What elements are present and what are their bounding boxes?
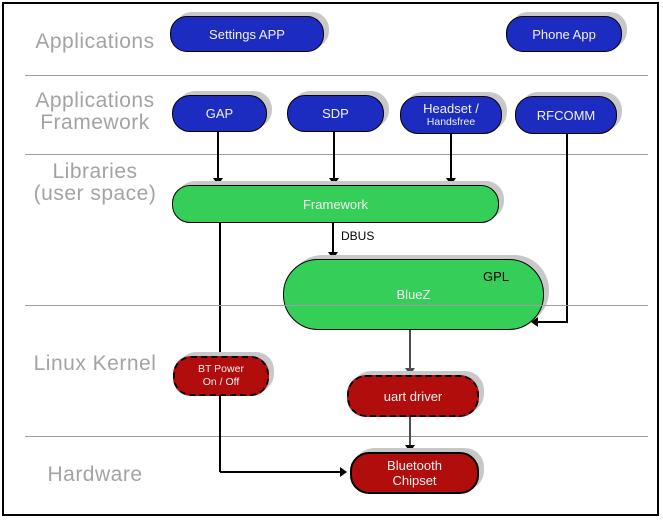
connector-framework-to-bluez <box>332 221 334 254</box>
layer-label-libraries: Libraries (user space) <box>5 161 185 205</box>
node-uart-driver: uart driver <box>347 375 479 417</box>
node-settings-app: Settings APP <box>170 16 324 52</box>
node-bluez: BlueZ GPL <box>283 259 544 330</box>
layer-label-hardware-text: Hardware <box>47 463 143 486</box>
node-phone-app-label: Phone App <box>532 26 596 42</box>
connector-sdp-to-framework <box>333 130 335 180</box>
node-bt-power: BT Power On / Off <box>173 356 269 396</box>
arrowhead-framework-chipset <box>340 467 347 477</box>
divider-libraries-kernel <box>25 305 648 306</box>
layer-label-applications-text: Applications <box>35 30 155 53</box>
node-gap: GAP <box>172 95 267 132</box>
divider-applications-framework <box>25 75 648 76</box>
node-uart-driver-label: uart driver <box>383 388 443 404</box>
connector-uart-to-chipset <box>409 413 411 447</box>
arrowhead-dbus-bluez <box>328 252 338 259</box>
node-rfcomm: RFCOMM <box>515 96 617 134</box>
node-headset-handsfree: Headset / Handsfree <box>400 96 502 134</box>
connector-headset-to-framework <box>450 132 452 180</box>
layer-label-linux-kernel-text: Linux Kernel <box>33 352 157 375</box>
layer-label-applications-framework-line1: Applications <box>35 89 155 112</box>
node-bt-power-line1: BT Power <box>198 363 244 375</box>
node-bluetooth-chipset-line2: Chipset <box>392 473 437 488</box>
divider-framework-libraries <box>25 154 648 155</box>
layer-label-applications-framework: Applications Framework <box>5 90 185 134</box>
connector-bluez-to-uart <box>409 328 411 370</box>
connector-framework-to-chipset <box>220 471 341 473</box>
node-framework-label: Framework <box>302 196 368 212</box>
node-bt-power-line2: On / Off <box>202 376 240 388</box>
node-headset-line2: Handsfree <box>426 116 476 128</box>
arrowhead-headset-framework <box>446 178 456 185</box>
arrowhead-bluez-uart <box>405 368 415 375</box>
node-bluetooth-chipset-line1: Bluetooth <box>387 458 442 473</box>
node-phone-app: Phone App <box>506 16 622 52</box>
node-headset-line1: Headset / <box>423 101 479 116</box>
node-settings-app-label: Settings APP <box>209 26 285 42</box>
node-framework: Framework <box>172 185 499 223</box>
node-bluez-label: BlueZ <box>396 287 431 302</box>
node-bluetooth-chipset: Bluetooth Chipset <box>350 452 479 494</box>
node-sdp: SDP <box>287 95 384 132</box>
outer-border <box>2 2 659 516</box>
layer-label-hardware: Hardware <box>5 464 185 486</box>
node-gap-label: GAP <box>205 106 234 121</box>
connector-rfcomm-vertical <box>566 132 568 322</box>
layer-label-linux-kernel: Linux Kernel <box>5 353 185 375</box>
dbus-label: DBUS <box>341 229 375 243</box>
node-sdp-label: SDP <box>322 106 349 121</box>
arrowhead-gap-framework <box>213 178 223 185</box>
layer-label-applications-framework-line2: Framework <box>40 111 150 134</box>
node-rfcomm-label: RFCOMM <box>536 107 596 123</box>
divider-kernel-hardware <box>25 436 648 437</box>
arrowhead-rfcomm-bluez <box>531 317 538 327</box>
layer-label-libraries-line2: (user space) <box>33 182 157 205</box>
connector-gap-to-framework <box>217 130 219 180</box>
connector-rfcomm-to-bluez <box>538 321 568 323</box>
arrowhead-uart-chipset <box>405 445 415 452</box>
layer-label-applications: Applications <box>5 31 185 53</box>
arrowhead-sdp-framework <box>329 178 339 185</box>
connector-framework-down-vertical <box>219 221 221 472</box>
gpl-tag: GPL <box>482 269 509 284</box>
layer-label-libraries-line1: Libraries <box>52 160 138 183</box>
